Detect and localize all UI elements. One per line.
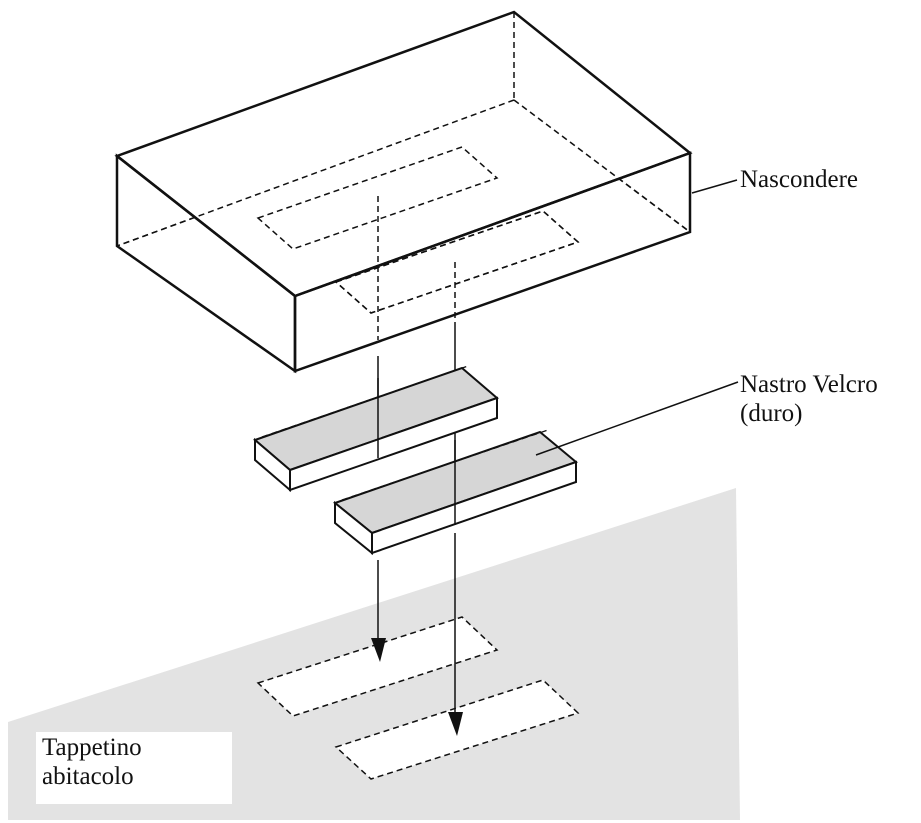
hide-box-label-text: Nascondere [740, 166, 858, 193]
velcro-leader-line [535, 381, 739, 456]
cabin-mat-label: Tappetino abitacolo [42, 733, 142, 791]
hide-leader-line [691, 179, 738, 194]
mat-target-footprint-1 [256, 616, 499, 717]
hide-box-front-face [293, 151, 692, 373]
velcro-strip-1 [253, 365, 499, 493]
mat-label-background [36, 732, 232, 804]
hide-box [114, 10, 693, 374]
velcro-label-line-2: (duro) [740, 400, 803, 427]
velcro-strip-label: Nastro Velcro (duro) [740, 370, 878, 428]
arrow-2-head [448, 712, 463, 736]
hide-box-label: Nascondere [740, 165, 858, 194]
mat-label-line-1: Tappetino [42, 734, 142, 761]
hide-box-top-face [114, 10, 693, 298]
arrow-1-head [371, 638, 386, 662]
velcro-label-line-1: Nastro Velcro [740, 371, 878, 398]
mat-label-line-2: abitacolo [42, 763, 134, 790]
